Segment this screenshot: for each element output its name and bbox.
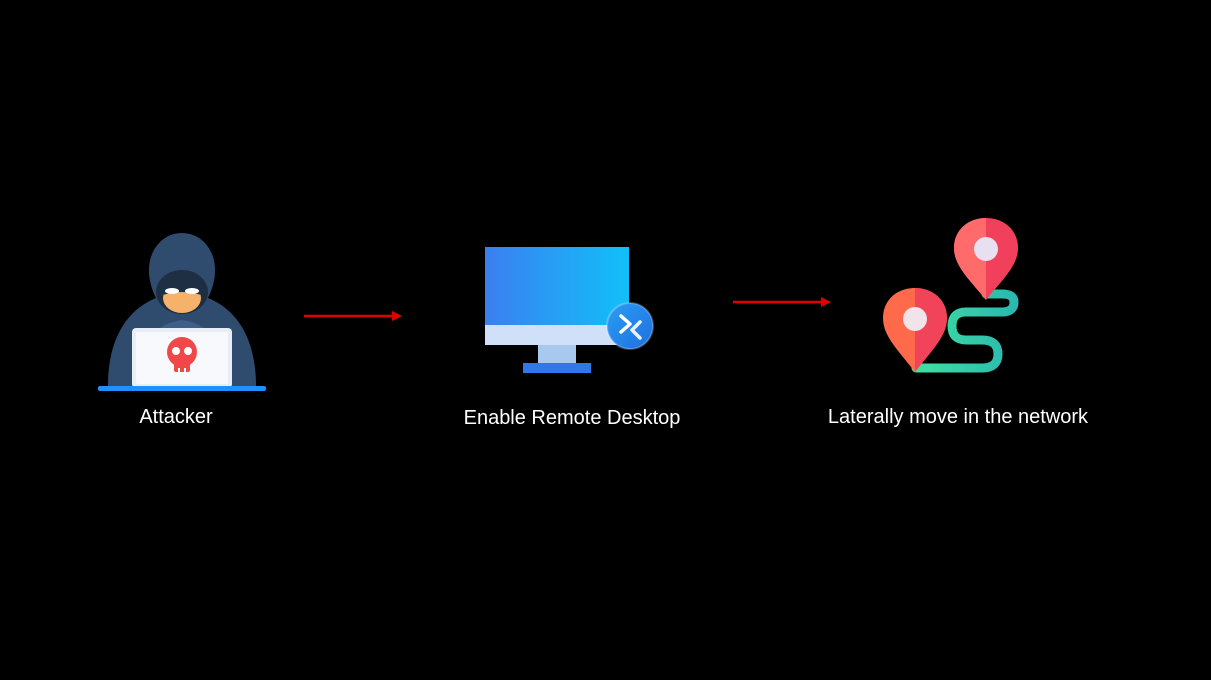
node-label-attacker: Attacker <box>139 406 213 428</box>
arrow-rdp-to-lateral <box>733 297 831 307</box>
remote-desktop-monitor-icon <box>485 247 654 373</box>
hooded-hacker-icon <box>98 233 266 391</box>
node-label-remote-desktop: Enable Remote Desktop <box>463 407 681 429</box>
node-label-lateral-movement: Laterally move in the network <box>827 406 1089 428</box>
map-pins-route-icon <box>883 218 1019 373</box>
arrow-attacker-to-rdp <box>304 311 402 321</box>
